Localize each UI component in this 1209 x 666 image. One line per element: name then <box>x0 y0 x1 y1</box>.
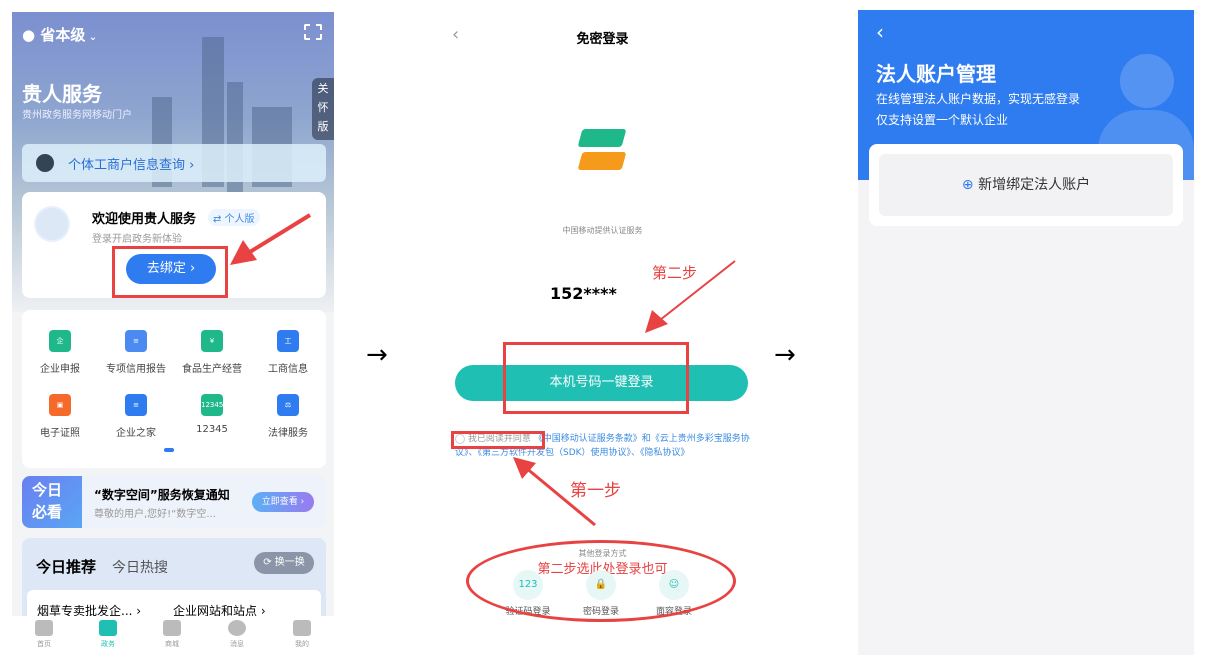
service-icon: 工 <box>277 330 299 352</box>
edition-switch[interactable]: ⇄ 个人版 <box>208 209 260 226</box>
user-icon <box>293 620 311 636</box>
app-title: 贵人服务 <box>22 82 102 106</box>
service-label: 电子证照 <box>40 428 80 439</box>
service-label: 12345 <box>196 424 228 435</box>
add-legal-account-button[interactable]: ⊕ 新增绑定法人账户 <box>879 154 1173 216</box>
agreement: 我已阅读并同意 《中国移动认证服务条款》和《云上贵州多彩宝服务协议》、《第三方软… <box>455 433 750 458</box>
scan-icon[interactable] <box>304 24 322 40</box>
service-label: 企业申报 <box>40 364 80 375</box>
service-label: 食品生产经营 <box>182 364 242 375</box>
home-screen: ● 省本级 ⌄ 贵人服务 贵州政务服务网移动门户 关怀版 个体工商户信息查询 ›… <box>12 12 334 655</box>
annotation-arrow <box>645 260 736 333</box>
rec-item[interactable]: 企业网站和站点 › <box>173 604 266 618</box>
page-title: 法人账户管理 <box>876 62 996 86</box>
legal-account-screen: ‹ 法人账户管理 在线管理法人账户数据，实现无感登录 仅支持设置一个默认企业 ⊕… <box>858 10 1194 655</box>
service-icon: 12345 <box>201 394 223 416</box>
view-now-button[interactable]: 立即查看 › <box>252 492 314 512</box>
annotation-box <box>112 246 228 298</box>
phone-number: 152**** <box>550 284 617 303</box>
notice-banner[interactable]: 今日必看 “数字空间”服务恢复通知 尊敬的用户,您好!“数字空... 立即查看 … <box>22 476 326 528</box>
service-item[interactable]: ¥ 食品生产经营 <box>174 330 250 375</box>
recommendation-card: 今日推荐 今日热搜 ⟳ 换一换 烟草专卖批发企... › 企业网站和站点 › <box>22 538 326 630</box>
ai-robot-icon <box>36 154 54 172</box>
provider-text: 中国移动提供认证服务 <box>562 226 643 235</box>
annotation-arrow <box>230 213 312 265</box>
page-dots <box>164 448 174 452</box>
service-item[interactable]: ≡ 专项信用报告 <box>98 330 174 375</box>
refresh-icon: ⟳ <box>263 557 275 568</box>
service-label: 法律服务 <box>268 428 308 439</box>
bottom-tab-bar: 首页 政务 商城 消息 我的 <box>12 616 334 655</box>
notice-subtitle: 尊敬的用户,您好!“数字空... <box>94 509 216 520</box>
service-item[interactable]: ▣ 电子证照 <box>22 394 98 439</box>
today-badge: 今日必看 <box>22 476 82 528</box>
service-label: 企业之家 <box>116 428 156 439</box>
plus-circle-icon: ⊕ <box>961 177 979 193</box>
refresh-button[interactable]: ⟳ 换一换 <box>254 552 314 574</box>
login-screen: ‹ 免密登录 中国移动提供认证服务 152**** 本机号码一键登录 我已阅读并… <box>440 12 765 655</box>
agreement-links[interactable]: 《中国移动认证服务条款》和《云上贵州多彩宝服务协议》、《第三方软件开发包（SDK… <box>455 434 750 458</box>
tab-home[interactable]: 首页 <box>24 620 64 649</box>
service-icon: ≡ <box>125 394 147 416</box>
service-item[interactable]: 12345 12345 <box>174 394 250 435</box>
bind-button[interactable]: 去绑定 › <box>126 254 216 284</box>
service-item[interactable]: ⚖ 法律服务 <box>250 394 326 439</box>
welcome-title: 欢迎使用贵人服务 <box>92 212 197 227</box>
tab-mall[interactable]: 商城 <box>152 620 192 649</box>
person-illustration <box>1120 54 1174 108</box>
service-icon: ≡ <box>125 330 147 352</box>
description: 在线管理法人账户数据，实现无感登录 <box>876 92 1081 106</box>
page-title: 免密登录 <box>576 32 629 47</box>
tab-mine[interactable]: 我的 <box>282 620 322 649</box>
notice-title: “数字空间”服务恢复通知 <box>94 488 230 502</box>
service-item[interactable]: 工工商信息 <box>250 330 326 375</box>
location-selector[interactable]: ● 省本级 ⌄ <box>22 26 98 44</box>
annotation-step1: 第一步 <box>570 481 621 501</box>
service-item[interactable]: 企企业申报 <box>22 330 98 375</box>
message-icon <box>228 620 246 636</box>
back-icon[interactable]: ‹ <box>452 24 460 45</box>
tab-messages[interactable]: 消息 <box>217 620 257 649</box>
service-icon: 企 <box>49 330 71 352</box>
annotation-box <box>451 431 545 449</box>
rec-item[interactable]: 烟草专卖批发企... › <box>37 604 142 618</box>
welcome-card: 欢迎使用贵人服务 ⇄ 个人版 登录开启政务新体验 去绑定 › <box>22 192 326 298</box>
annotation-arrow <box>513 457 596 527</box>
service-icon: ⚖ <box>277 394 299 416</box>
tab-government[interactable]: 政务 <box>88 620 128 649</box>
annotation-step2: 第二步 <box>652 264 698 282</box>
service-label: 专项信用报告 <box>106 364 166 375</box>
tab-today-recommend[interactable]: 今日推荐 <box>36 558 97 576</box>
description: 仅支持设置一个默认企业 <box>876 113 1009 127</box>
government-icon <box>99 620 117 636</box>
agree-checkbox[interactable] <box>455 433 465 444</box>
annotation-box <box>503 342 689 414</box>
avatar <box>34 206 70 242</box>
location-pin-icon: ● <box>22 26 41 44</box>
app-logo <box>577 129 627 171</box>
flow-arrow: → <box>774 340 796 370</box>
home-icon <box>35 620 53 636</box>
care-mode-button[interactable]: 关怀版 <box>312 78 334 140</box>
business-query-link[interactable]: 个体工商户信息查询 › <box>22 144 326 182</box>
service-icon: ▣ <box>49 394 71 416</box>
service-label: 工商信息 <box>268 364 308 375</box>
annotation-ellipse <box>466 540 736 622</box>
tab-today-hot[interactable]: 今日热搜 <box>112 560 168 576</box>
back-icon[interactable]: ‹ <box>876 20 884 44</box>
flow-arrow: → <box>366 340 388 370</box>
service-item[interactable]: ≡ 企业之家 <box>98 394 174 439</box>
welcome-subtitle: 登录开启政务新体验 <box>92 234 182 245</box>
service-icon: ¥ <box>201 330 223 352</box>
app-subtitle: 贵州政务服务网移动门户 <box>22 110 132 121</box>
shop-icon <box>163 620 181 636</box>
account-card: ⊕ 新增绑定法人账户 <box>869 144 1183 226</box>
